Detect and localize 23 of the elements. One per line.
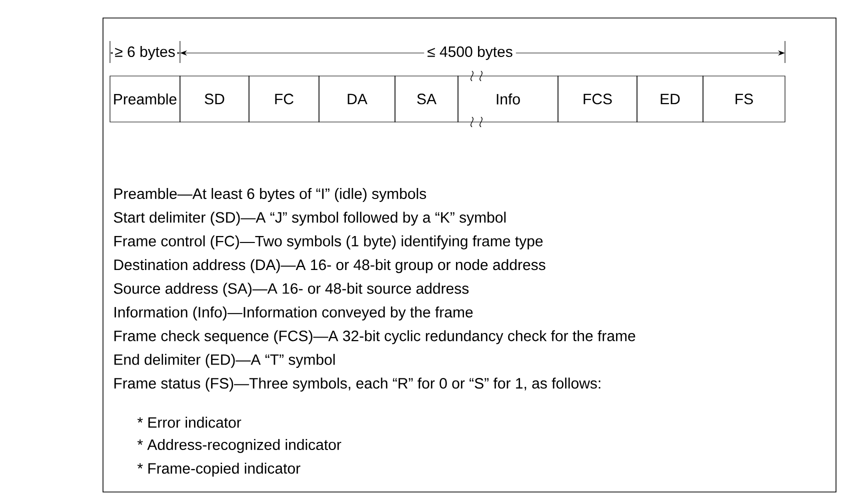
field-cell: DA bbox=[318, 76, 396, 122]
description-text: * Error indicator bbox=[137, 416, 242, 428]
description-text: Source address (SA)—A 16- or 48-bit source address bbox=[114, 282, 469, 297]
field-cell: Info bbox=[458, 76, 558, 122]
field-cell: SA bbox=[394, 76, 458, 122]
description-text: Start delimiter (SD)—A “J” symbol followed by a “K” symbol bbox=[114, 212, 506, 226]
description-text: Information (Info)—Information conveyed by the frame bbox=[114, 306, 473, 320]
description-text: Preamble—At least 6 bytes of “I” (idle) symbols bbox=[114, 188, 426, 202]
description-text: Frame control (FC)—Two symbols (1 byte) identifying frame type bbox=[114, 235, 543, 250]
field-cell: Preamble bbox=[110, 76, 180, 122]
field-cell: SD bbox=[180, 76, 250, 122]
description-text: End delimiter (ED)—A “T” symbol bbox=[114, 354, 335, 368]
field-cell: FCS bbox=[558, 76, 638, 122]
dimension-label: ≤ 4500 bytes bbox=[424, 43, 516, 63]
field-cell: FS bbox=[702, 76, 786, 122]
description-text: Frame status (FS)—Three symbols, each “R” for 0 or “S” for 1, as follows: bbox=[114, 378, 600, 392]
dimension-label: ≥ 6 bytes bbox=[112, 44, 178, 62]
description-text: Frame check sequence (FCS)—A 32-bit cyclic redundancy check for the frame bbox=[114, 330, 636, 344]
description-text: * Address-recognized indicator bbox=[137, 439, 342, 453]
field-cell: FC bbox=[248, 76, 320, 122]
description-text: Destination address (DA)—A 16- or 48-bit group or node address bbox=[114, 259, 546, 274]
description-text: * Frame-copied indicator bbox=[137, 462, 300, 477]
field-cell: ED bbox=[636, 76, 704, 122]
